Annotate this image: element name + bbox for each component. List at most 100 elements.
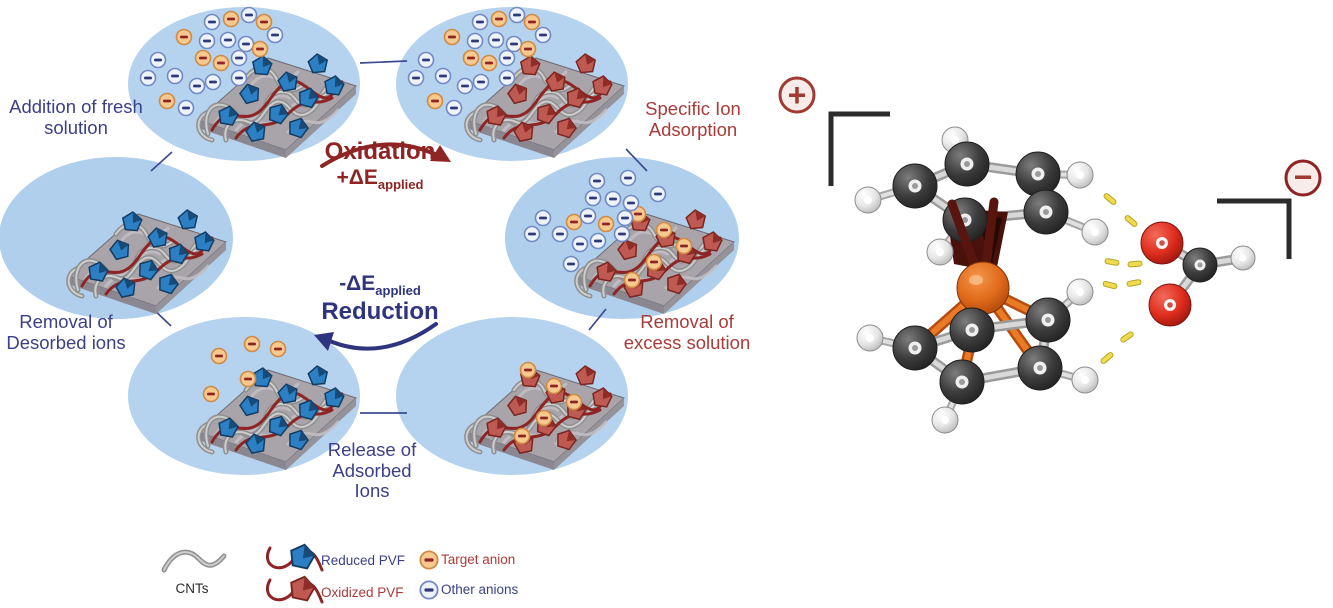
positive-electrode-symbol: + bbox=[778, 76, 890, 186]
other-anion-icon bbox=[588, 172, 606, 190]
other-anion-icon bbox=[237, 35, 255, 53]
target-anion-icon bbox=[210, 347, 228, 365]
stage-label-specific-adsorption: Specific Ion Adsorption bbox=[645, 98, 741, 140]
target-anion-icon bbox=[194, 49, 212, 67]
negative-electrode-symbol: − bbox=[1217, 159, 1322, 259]
other-anion-legend-icon bbox=[419, 580, 439, 600]
legend-label-other-anions: Other anions bbox=[441, 582, 519, 597]
target-anion-icon bbox=[426, 92, 444, 110]
target-anion-icon bbox=[462, 49, 480, 67]
other-anion-icon bbox=[230, 69, 248, 87]
oxygen-atom bbox=[1140, 221, 1184, 265]
other-anion-icon bbox=[139, 69, 157, 87]
target-anion-legend-icon bbox=[419, 550, 439, 570]
target-anion-icon bbox=[251, 40, 269, 58]
stage-label-removal-excess: Removal of excess solution bbox=[623, 311, 751, 353]
cnts-legend-icon bbox=[161, 549, 227, 573]
other-anion-icon bbox=[616, 209, 634, 227]
target-anion-icon bbox=[243, 335, 261, 353]
other-anion-icon bbox=[466, 32, 484, 50]
other-anion-icon bbox=[266, 26, 284, 44]
legend-label-cnts: CNTs bbox=[175, 581, 209, 596]
target-anion-icon bbox=[523, 13, 541, 31]
oxidation-arrow bbox=[320, 142, 451, 168]
other-anion-icon bbox=[434, 67, 452, 85]
oxygen-atom bbox=[1148, 283, 1192, 327]
stage-label-addition: Addition of fresh solution bbox=[9, 96, 143, 138]
interaction-dashes bbox=[1100, 193, 1143, 364]
legend-label-target-anion: Target anion bbox=[441, 552, 516, 567]
stage-label-removal-desorbed: Removal of Desorbed ions bbox=[6, 311, 126, 353]
other-anion-icon bbox=[508, 6, 526, 24]
target-anion-icon bbox=[269, 340, 287, 358]
other-anion-icon bbox=[166, 67, 184, 85]
ferrocene-molecule bbox=[854, 126, 1109, 434]
other-anion-icon bbox=[589, 232, 607, 250]
target-anion-icon bbox=[158, 92, 176, 110]
minus-sign: − bbox=[1294, 159, 1313, 195]
target-anion-icon bbox=[565, 213, 583, 231]
other-anion-icon bbox=[551, 225, 569, 243]
target-anion-icon bbox=[597, 215, 615, 233]
other-anion-icon bbox=[219, 31, 237, 49]
other-anion-icon bbox=[498, 69, 516, 87]
stage-label-release: Release of Adsorbed Ions bbox=[327, 439, 417, 502]
other-anion-icon bbox=[622, 194, 640, 212]
other-anion-icon bbox=[562, 255, 580, 273]
formate-anion-molecule bbox=[1140, 221, 1256, 327]
reduction-arrow bbox=[314, 322, 438, 351]
target-anion-icon bbox=[443, 28, 461, 46]
oxidation-label: Oxidation +ΔEapplied bbox=[308, 138, 452, 193]
reduction-potential-subscript: applied bbox=[375, 283, 421, 298]
reduction-word: Reduction bbox=[321, 297, 439, 325]
other-anion-icon bbox=[534, 209, 552, 227]
target-anion-icon bbox=[480, 54, 498, 72]
other-anion-icon bbox=[407, 69, 425, 87]
other-anion-icon bbox=[649, 185, 667, 203]
target-anion-icon bbox=[222, 10, 240, 28]
target-anion-icon bbox=[490, 10, 508, 28]
other-anion-icon bbox=[579, 207, 597, 225]
other-anion-icon bbox=[571, 235, 589, 253]
other-anion-icon bbox=[445, 99, 463, 117]
other-anion-icon bbox=[534, 26, 552, 44]
oxidation-potential: +ΔE bbox=[336, 166, 378, 190]
other-anion-icon bbox=[177, 99, 195, 117]
other-anion-icon bbox=[456, 77, 474, 95]
other-anion-icon bbox=[240, 6, 258, 24]
other-anion-icon bbox=[472, 73, 490, 91]
other-anion-icon bbox=[487, 31, 505, 49]
other-anion-icon bbox=[619, 169, 637, 187]
other-anion-icon bbox=[149, 51, 167, 69]
iron-atom bbox=[956, 261, 1010, 315]
target-anion-icon bbox=[202, 385, 220, 403]
other-anion-icon bbox=[188, 77, 206, 95]
other-anion-icon bbox=[523, 225, 541, 243]
plus-sign: + bbox=[788, 77, 807, 113]
other-anion-icon bbox=[604, 190, 622, 208]
target-anion-icon bbox=[175, 28, 193, 46]
target-anion-icon bbox=[519, 40, 537, 58]
oxidized-pvf-legend-icon bbox=[265, 573, 324, 604]
other-anion-icon bbox=[471, 13, 489, 31]
reduced-pvf-legend-icon bbox=[265, 541, 324, 572]
target-anion-icon bbox=[212, 54, 230, 72]
other-anion-icon bbox=[417, 51, 435, 69]
other-anion-icon bbox=[198, 32, 216, 50]
other-anion-icon bbox=[498, 49, 516, 67]
target-anion-icon bbox=[255, 13, 273, 31]
legend-label-reduced-pvf: Reduced PVF bbox=[321, 553, 406, 568]
other-anion-icon bbox=[584, 189, 602, 207]
other-anion-icon bbox=[203, 13, 221, 31]
oxidation-potential-subscript: applied bbox=[377, 177, 424, 193]
target-anion-icon bbox=[239, 370, 257, 388]
other-anion-icon bbox=[230, 49, 248, 67]
reduction-potential: -ΔE bbox=[339, 272, 376, 295]
reduction-label: -ΔEapplied Reduction bbox=[304, 271, 456, 325]
other-anion-icon bbox=[204, 73, 222, 91]
oxidation-word: Oxidation bbox=[324, 138, 436, 165]
other-anion-icon bbox=[505, 35, 523, 53]
legend-label-oxidized-pvf: Oxidized PVF bbox=[321, 585, 404, 600]
